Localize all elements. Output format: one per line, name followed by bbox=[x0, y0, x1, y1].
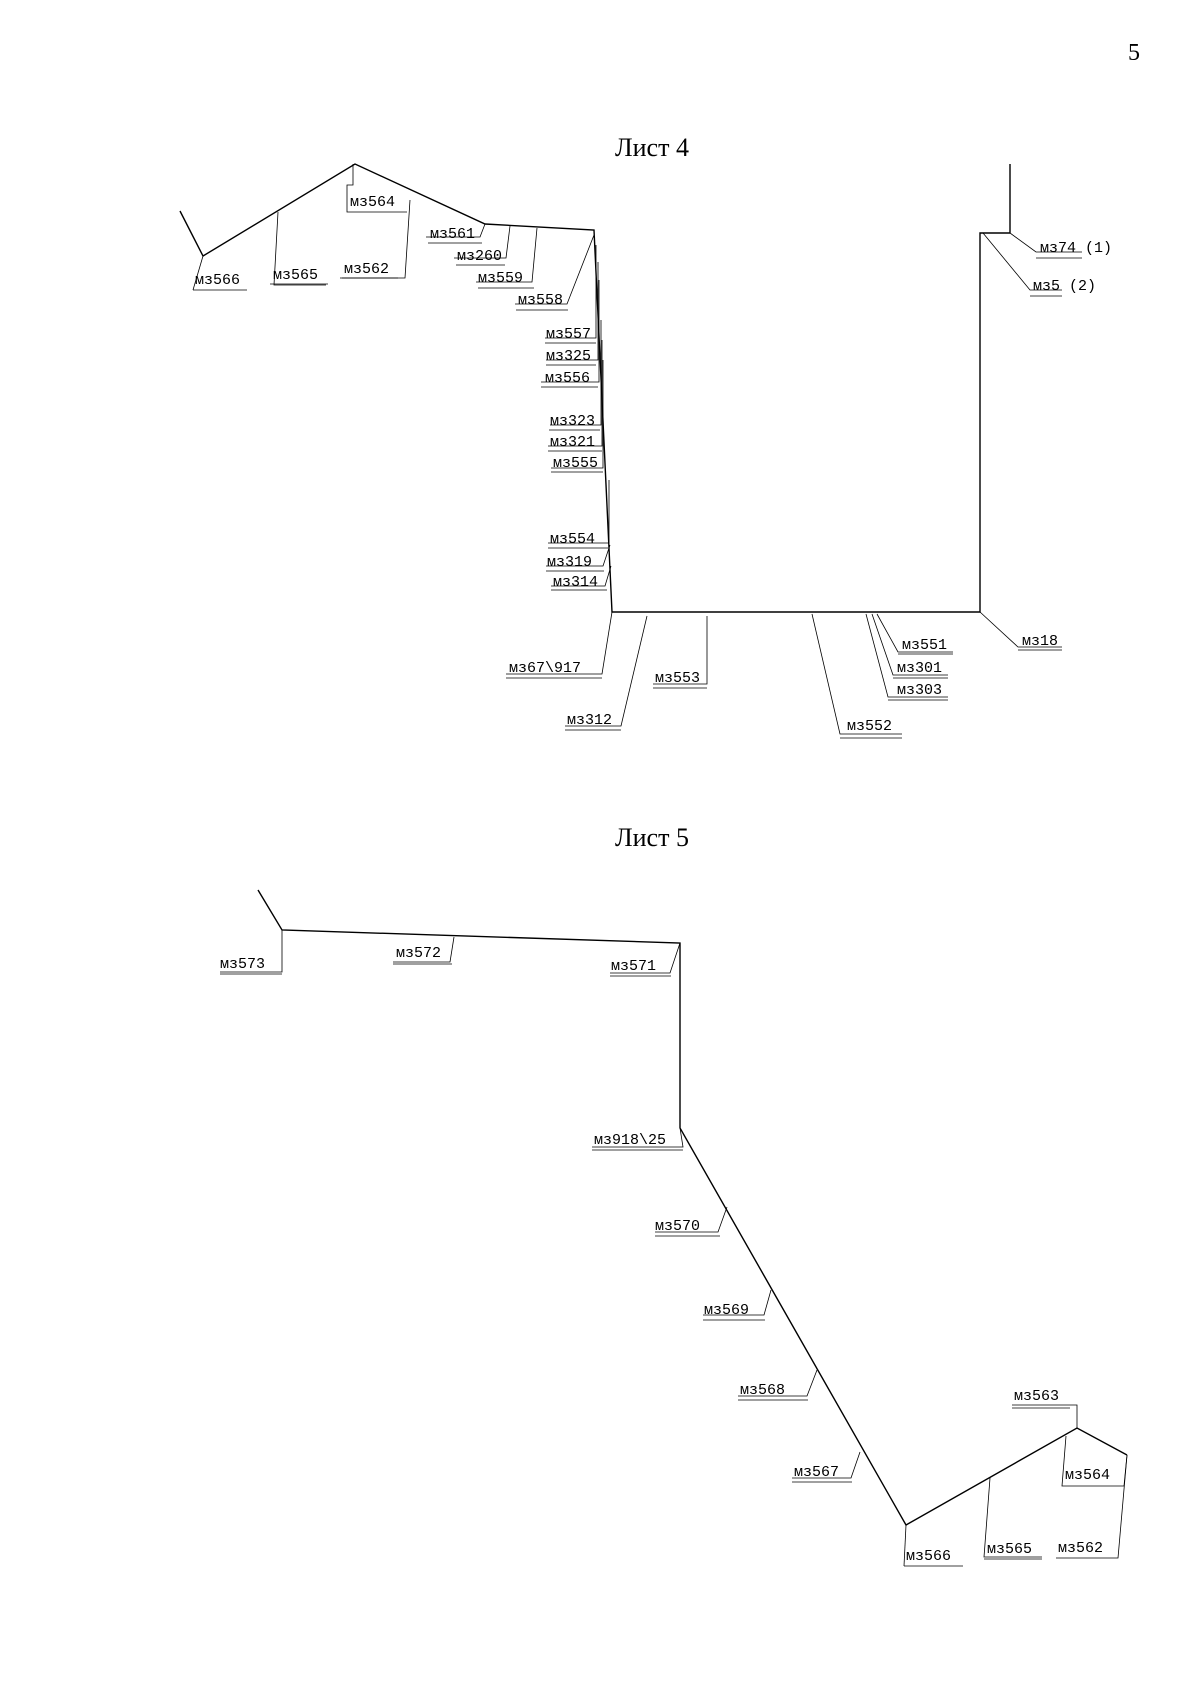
label-mz325: мз325 bbox=[546, 348, 591, 365]
label-mz559: мз559 bbox=[478, 270, 523, 287]
label-mz303: мз303 bbox=[897, 682, 942, 699]
sheet-5-title: Лист 5 bbox=[615, 823, 689, 852]
label-mz564-s5: мз564 bbox=[1065, 1467, 1110, 1484]
sheet-5-boundary bbox=[257, 889, 1128, 1526]
label-mz558: мз558 bbox=[518, 292, 563, 309]
label-mz556: мз556 bbox=[545, 370, 590, 387]
label-mz554: мз554 bbox=[550, 531, 595, 548]
label-mz570: мз570 bbox=[655, 1218, 700, 1235]
label-mz562-s5: мз562 bbox=[1058, 1540, 1103, 1557]
label-mz573: мз573 bbox=[220, 956, 265, 973]
label-mz565-s5: мз565 bbox=[987, 1541, 1032, 1558]
label-mz565-s4: мз565 bbox=[273, 267, 318, 284]
label-mz564-s4: мз564 bbox=[350, 194, 395, 211]
label-mz557: мз557 bbox=[546, 326, 591, 343]
sheet-4-title: Лист 4 bbox=[615, 133, 689, 162]
label-mz312: мз312 bbox=[567, 712, 612, 729]
label-mz551: мз551 bbox=[902, 637, 947, 654]
label-mz555: мз555 bbox=[553, 455, 598, 472]
label-mz67-917: мз67\917 bbox=[509, 660, 581, 677]
label-mz319: мз319 bbox=[547, 554, 592, 571]
label-mz572: мз572 bbox=[396, 945, 441, 962]
sheet-4-labels: мз564 мз561 мз260 мз559 мз558 мз566 мз56… bbox=[195, 194, 1112, 735]
label-mz918-25: мз918\25 bbox=[594, 1132, 666, 1149]
label-mz561: мз561 bbox=[430, 226, 475, 243]
label-mz18: мз18 bbox=[1022, 633, 1058, 650]
label-mz323: мз323 bbox=[550, 413, 595, 430]
label-mz566-s4: мз566 bbox=[195, 272, 240, 289]
label-mz74-1: мз74 (1) bbox=[1040, 240, 1112, 257]
label-mz563: мз563 bbox=[1014, 1388, 1059, 1405]
label-mz567: мз567 bbox=[794, 1464, 839, 1481]
sheet-4-boundary-west bbox=[179, 163, 1010, 613]
label-mz314: мз314 bbox=[553, 574, 598, 591]
label-mz321: мз321 bbox=[550, 434, 595, 451]
label-mz568: мз568 bbox=[740, 1382, 785, 1399]
label-mz260: мз260 bbox=[457, 248, 502, 265]
label-mz571: мз571 bbox=[611, 958, 656, 975]
label-mz553: мз553 bbox=[655, 670, 700, 687]
label-mz569: мз569 bbox=[704, 1302, 749, 1319]
sheet-5-labels: мз573 мз572 мз571 мз918\25 мз570 мз569 м… bbox=[220, 945, 1110, 1565]
label-mz562-s4: мз562 bbox=[344, 261, 389, 278]
label-mz566-s5: мз566 bbox=[906, 1548, 951, 1565]
label-mz552: мз552 bbox=[847, 718, 892, 735]
page-number: 5 bbox=[1128, 40, 1140, 66]
label-mz301: мз301 bbox=[897, 660, 942, 677]
label-mz5-2: мз5 (2) bbox=[1033, 278, 1096, 295]
